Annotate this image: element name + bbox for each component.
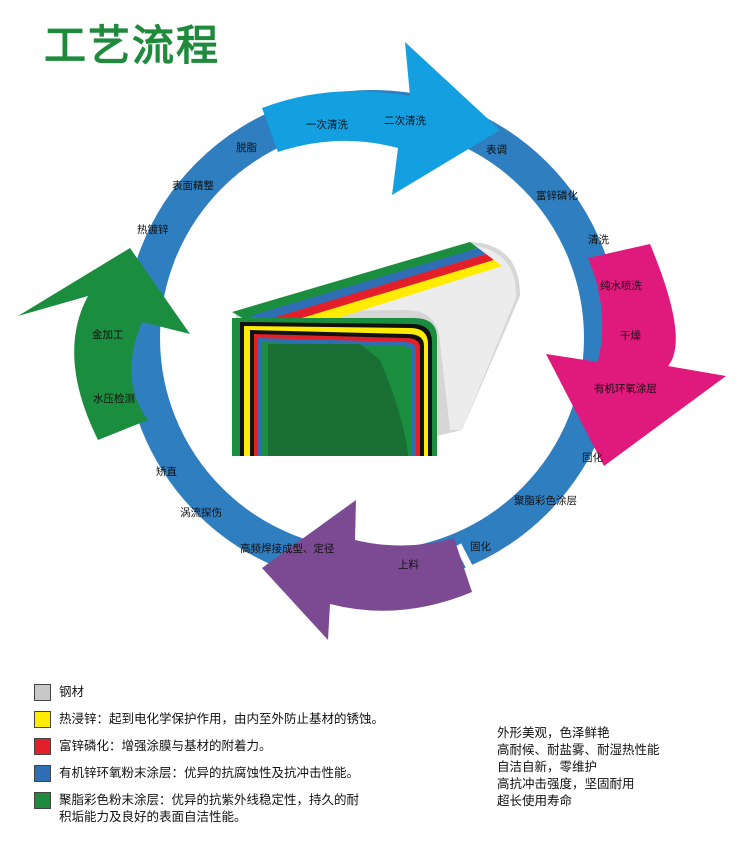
step-second-rinse: 二次清洗 xyxy=(384,114,426,127)
legend: 钢材 热浸锌：起到电化学保护作用，由内至外防止基材的锈蚀。 富锌磷化：增强涂膜与… xyxy=(34,683,464,834)
step-loading: 上料 xyxy=(398,558,419,571)
ring-gap xyxy=(454,543,476,574)
step-surface-finishing: 表面精整 xyxy=(172,179,214,192)
step-epoxy-coating: 有机环氧涂层 xyxy=(594,382,657,395)
legend-swatch xyxy=(34,684,51,701)
feature-item: 自洁自新，零维护 xyxy=(497,759,598,774)
step-polyester-coating: 聚脂彩色涂层 xyxy=(514,494,577,507)
legend-label: 聚脂彩色粉末涂层：优异的抗紫外线稳定性，持久的耐 积垢能力及良好的表面自洁性能。 xyxy=(59,792,360,824)
step-straightening: 矫直 xyxy=(156,465,177,478)
feature-item: 高耐候、耐盐雾、耐湿热性能 xyxy=(497,742,660,757)
blue-process-arrow xyxy=(262,42,500,195)
step-zinc-phosphating: 富锌磷化 xyxy=(536,189,578,202)
legend-swatch xyxy=(34,738,51,755)
legend-item-steel: 钢材 xyxy=(34,683,464,701)
step-drying: 干燥 xyxy=(620,330,641,342)
step-pure-water-spray: 纯水喷洗 xyxy=(600,279,642,292)
step-cleaning: 清洗 xyxy=(588,233,609,246)
legend-swatch xyxy=(34,711,51,728)
legend-item-galvanizing: 热浸锌：起到电化学保护作用，由内至外防止基材的锈蚀。 xyxy=(34,710,464,728)
legend-label: 富锌磷化：增强涂膜与基材的附着力。 xyxy=(59,738,272,753)
step-hydrostatic-test: 水压检测 xyxy=(93,392,135,405)
step-welding-forming: 高频焊接成型、定径 xyxy=(240,542,335,555)
feature-item: 高抗冲击强度，坚固耐用 xyxy=(497,776,635,791)
legend-item-epoxy: 有机锌环氧粉末涂层：优异的抗腐蚀性及抗冲击性能。 xyxy=(34,764,464,782)
step-first-rinse: 一次清洗 xyxy=(306,118,348,131)
legend-item-polyester: 聚脂彩色粉末涂层：优异的抗紫外线稳定性，持久的耐 积垢能力及良好的表面自洁性能。 xyxy=(34,791,464,825)
step-degreasing: 脱脂 xyxy=(236,141,257,154)
legend-label: 钢材 xyxy=(59,684,85,699)
legend-item-phosphating: 富锌磷化：增强涂膜与基材的附着力。 xyxy=(34,737,464,755)
feature-list: 外形美观，色泽鲜艳 高耐候、耐盐雾、耐湿热性能 自洁自新，零维护 高抗冲击强度，… xyxy=(497,724,660,809)
step-hot-dip-galvanizing: 热镀锌 xyxy=(137,223,169,236)
process-diagram: 一次清洗 二次清洗 表调 富锌磷化 清洗 纯水喷洗 干燥 有机环氧涂层 固化 聚… xyxy=(18,42,726,640)
green-process-arrow xyxy=(18,248,190,440)
step-curing-1: 固化 xyxy=(582,451,603,464)
feature-item: 超长使用寿命 xyxy=(497,793,573,808)
legend-label: 有机锌环氧粉末涂层：优异的抗腐蚀性及抗冲击性能。 xyxy=(59,765,360,780)
step-machining: 金加工 xyxy=(92,328,124,341)
legend-swatch xyxy=(34,792,51,809)
feature-item: 外形美观，色泽鲜艳 xyxy=(497,725,610,740)
page-title: 工艺流程 xyxy=(44,21,221,70)
legend-swatch xyxy=(34,765,51,782)
pink-process-arrow xyxy=(546,244,726,466)
pipe-illustration xyxy=(232,242,520,456)
purple-process-arrow xyxy=(262,500,472,640)
legend-label: 热浸锌：起到电化学保护作用，由内至外防止基材的锈蚀。 xyxy=(59,711,385,726)
step-curing-2: 固化 xyxy=(470,540,491,553)
step-eddy-current-test: 涡流探伤 xyxy=(180,506,222,519)
step-surface-conditioning: 表调 xyxy=(486,143,507,156)
